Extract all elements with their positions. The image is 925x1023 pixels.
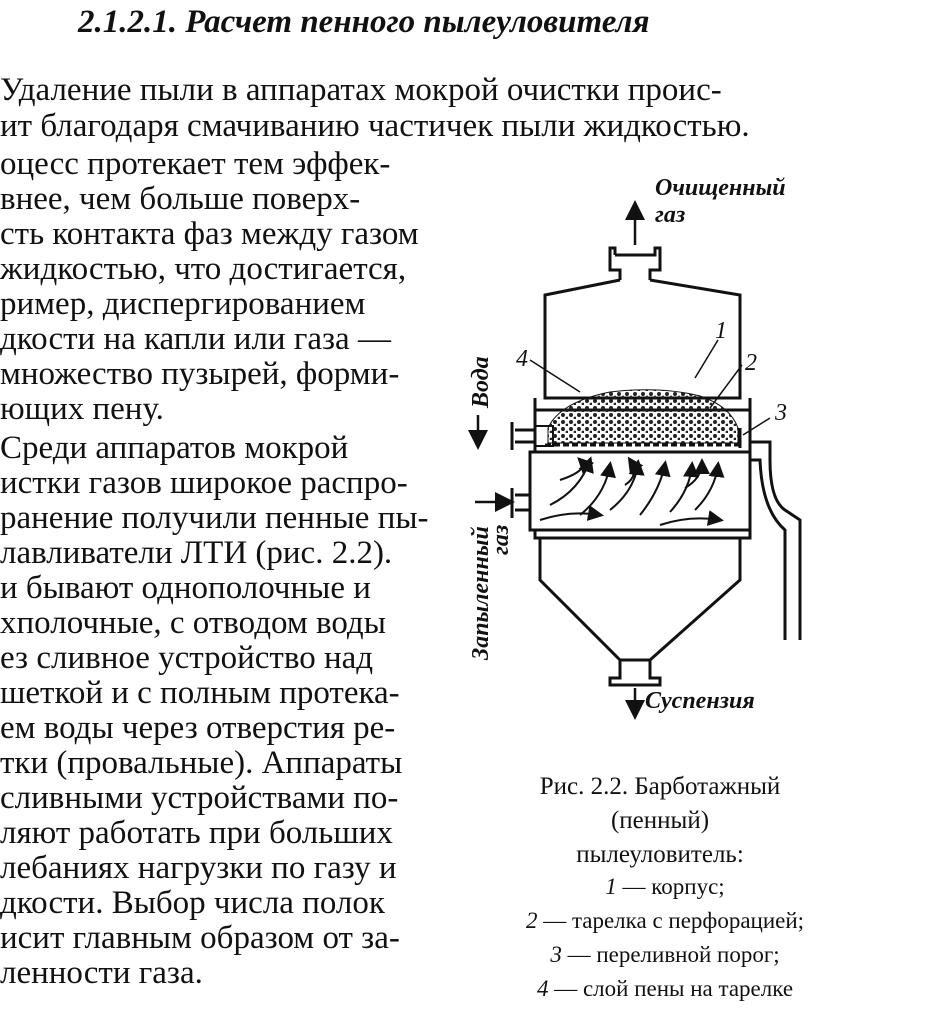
text-line: лебаниях нагрузки по газу и: [0, 850, 397, 886]
figure-foam-dust-collector: Очищенный газ Вода Запыленный газ Суспен…: [440, 160, 925, 720]
text-line: ленности газа.: [0, 955, 203, 991]
legend-number: 2: [525, 908, 538, 933]
water-inlet-pipe: [510, 422, 535, 450]
text-line: ример, диспергированием: [0, 286, 366, 322]
legend-item: 3 — переливной порог;: [480, 938, 850, 972]
text-line: Удаление пыли в аппаратах мокрой очистки…: [0, 72, 722, 108]
legend-item: 1 — корпус;: [480, 870, 850, 904]
text-line: ранение получили пенные пы-: [0, 500, 429, 536]
text-line: хполочные, с отводом воды: [0, 605, 386, 641]
callout-2: 2: [745, 350, 757, 376]
text-line: дкости на капли или газа —: [0, 321, 391, 357]
text-line: тки (провальные). Аппараты: [0, 745, 403, 781]
legend-number: 4: [536, 976, 549, 1001]
text-line: Среди аппаратов мокрой: [0, 430, 349, 466]
label-clean-gas-2: газ: [655, 202, 686, 228]
section-heading: 2.1.2.1. Расчет пенного пылеуловителя: [78, 4, 650, 40]
callout-1: 1: [715, 318, 727, 344]
lower-cone: [538, 538, 742, 662]
label-suspension: Суспензия: [645, 688, 755, 714]
label-water: Вода: [468, 356, 494, 408]
legend-text: — корпус;: [616, 874, 725, 899]
text-line: исит главным образом от за-: [0, 920, 400, 956]
legend-text: — слой пены на тарелке: [548, 976, 794, 1001]
foam-layer: [547, 389, 739, 444]
upper-cone: [543, 278, 742, 400]
caption-line: (пенный): [610, 807, 710, 834]
gas-flow-arrows: [539, 456, 725, 526]
figure-caption: Рис. 2.2. Барботажный (пенный) пылеулови…: [470, 770, 850, 872]
overflow-pipe: [750, 440, 802, 640]
callout-3: 3: [775, 400, 787, 426]
figure-legend: 1 — корпус; 2 — тарелка с перфорацией; 3…: [480, 870, 850, 1006]
text-line: лавливатели ЛТИ (рис. 2.2).: [0, 535, 393, 571]
label-clean-gas: Очищенный: [655, 175, 786, 201]
outlet-nozzle: [615, 246, 662, 280]
text-line: ит благодаря смачиванию частичек пыли жи…: [0, 108, 750, 144]
text-line: внее, чем больше поверх-: [0, 181, 361, 217]
text-line: ез сливное устройство над: [0, 640, 374, 676]
text-line: жидкостью, что достигается,: [0, 251, 407, 287]
apparatus-diagram: [468, 200, 802, 720]
text-line: истки газов широкое распро-: [0, 465, 408, 501]
legend-text: — переливной порог;: [561, 942, 780, 967]
text-line: ем воды через отверстия ре-: [0, 710, 396, 746]
text-line: дкости. Выбор числа полок: [0, 885, 385, 921]
legend-text: — тарелка с перфорацией;: [537, 908, 805, 933]
text-line: ляют работать при больших: [0, 815, 393, 851]
text-line: шеткой и с полным протека-: [0, 675, 400, 711]
text-line: сть контакта фаз между газом: [0, 216, 419, 252]
text-line: ющих пену.: [0, 391, 164, 427]
legend-item: 2 — тарелка с перфорацией;: [480, 904, 850, 938]
text-line: оцесс протекает тем эффек-: [0, 146, 391, 182]
callout-4: 4: [516, 346, 528, 372]
caption-line: пылеуловитель:: [576, 841, 744, 868]
legend-item: 4 — слой пены на тарелке: [480, 972, 850, 1006]
label-dusty-gas-2: газ: [488, 524, 514, 555]
legend-number: 3: [550, 942, 562, 967]
text-line: множество пузырей, форми-: [0, 356, 400, 392]
caption-line: Рис. 2.2. Барботажный: [539, 773, 781, 800]
column-body: [528, 450, 752, 532]
text-line: сливными устройствами по-: [0, 780, 399, 816]
legend-number: 1: [605, 874, 617, 899]
gas-inlet-pipe: [510, 488, 530, 518]
text-line: и бывают однополочные и: [0, 570, 371, 606]
